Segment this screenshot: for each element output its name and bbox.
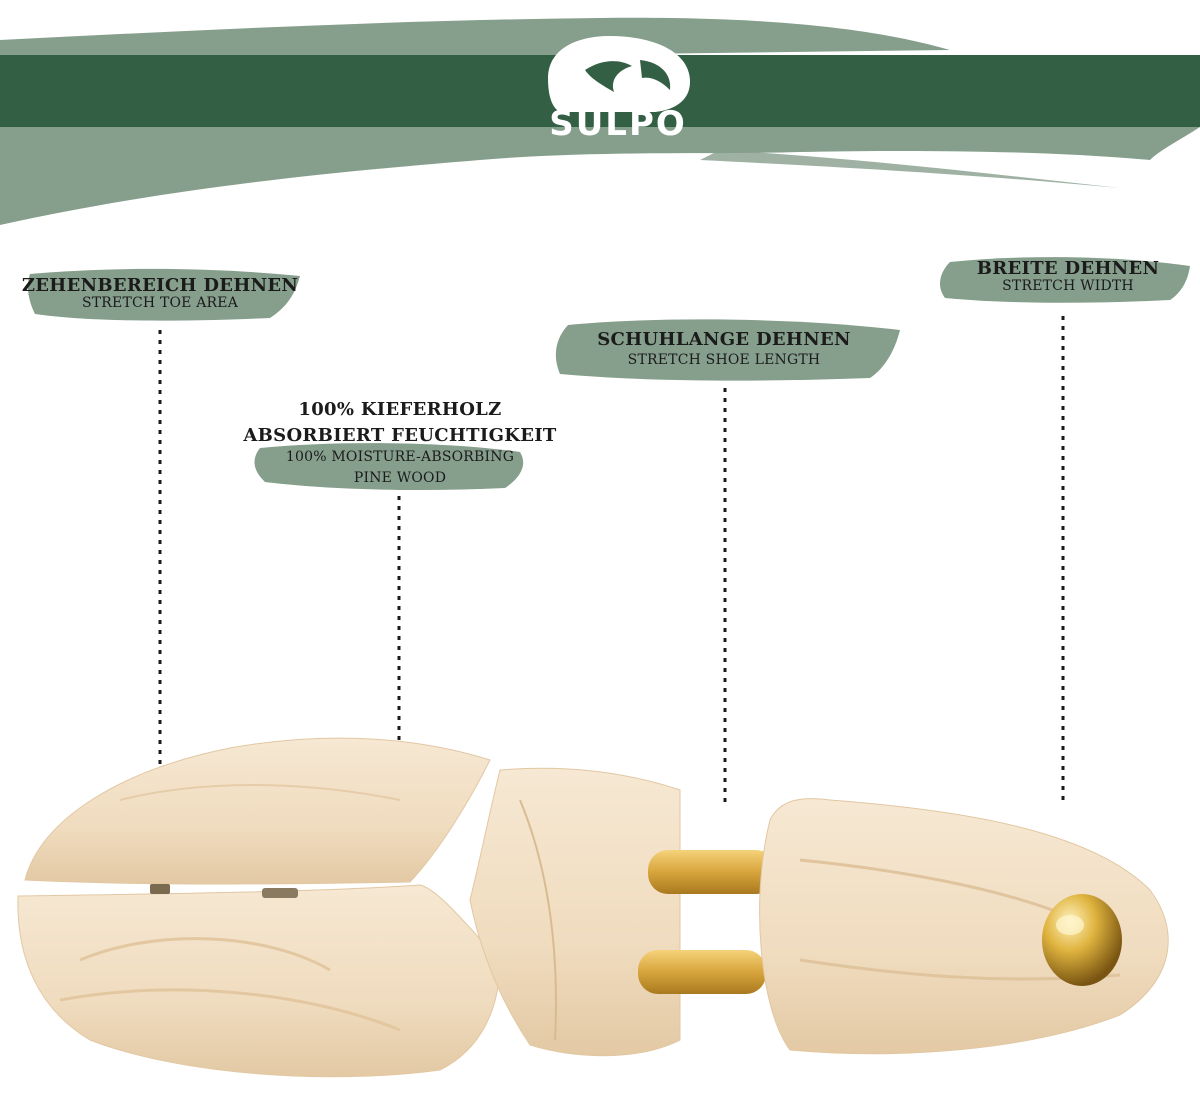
feature-subtitle: STRETCH SHOE LENGTH [627,351,821,368]
feature-subtitle-line2: PINE WOOD [353,469,447,486]
feature-title-line1: 100% KIEFERHOLZ [298,399,502,420]
feature-label-toe: ZEHENBEREICH DEHNEN STRETCH TOE AREA [10,276,310,311]
header-banner [0,17,1200,225]
label-brush-length [555,319,900,381]
label-brush-pinewood [254,443,524,490]
feature-title: ZEHENBEREICH DEHNEN [21,275,299,296]
feature-subtitle: STRETCH TOE AREA [81,294,239,311]
feature-title: SCHUHLANGE DEHNEN [597,329,851,350]
brush-stroke-wisp [700,150,1120,188]
feature-subtitle: STRETCH WIDTH [1002,277,1134,294]
brand-name: SULPO [549,104,687,144]
feature-title-line2: ABSORBIERT FEUCHTIGKEIT [243,424,557,446]
feature-label-pinewood: 100% KIEFERHOLZ ABSORBIERT FEUCHTIGKEIT … [228,400,572,486]
feature-label-width: BREITE DEHNEN STRETCH WIDTH [960,259,1176,294]
brush-stroke-top [0,17,950,59]
feature-subtitle-line1: 100% MOISTURE-ABSORBING [285,448,515,465]
sulpo-shoe-logo-icon [548,36,690,112]
label-brush-width [939,257,1190,303]
feature-title: BREITE DEHNEN [976,258,1160,279]
feature-label-length: SCHUHLANGE DEHNEN STRETCH SHOE LENGTH [572,330,876,368]
wooden-shoe-tree-icon [17,737,1169,1078]
label-brush-toe [27,268,300,321]
brush-stroke-bottom [0,127,1200,225]
